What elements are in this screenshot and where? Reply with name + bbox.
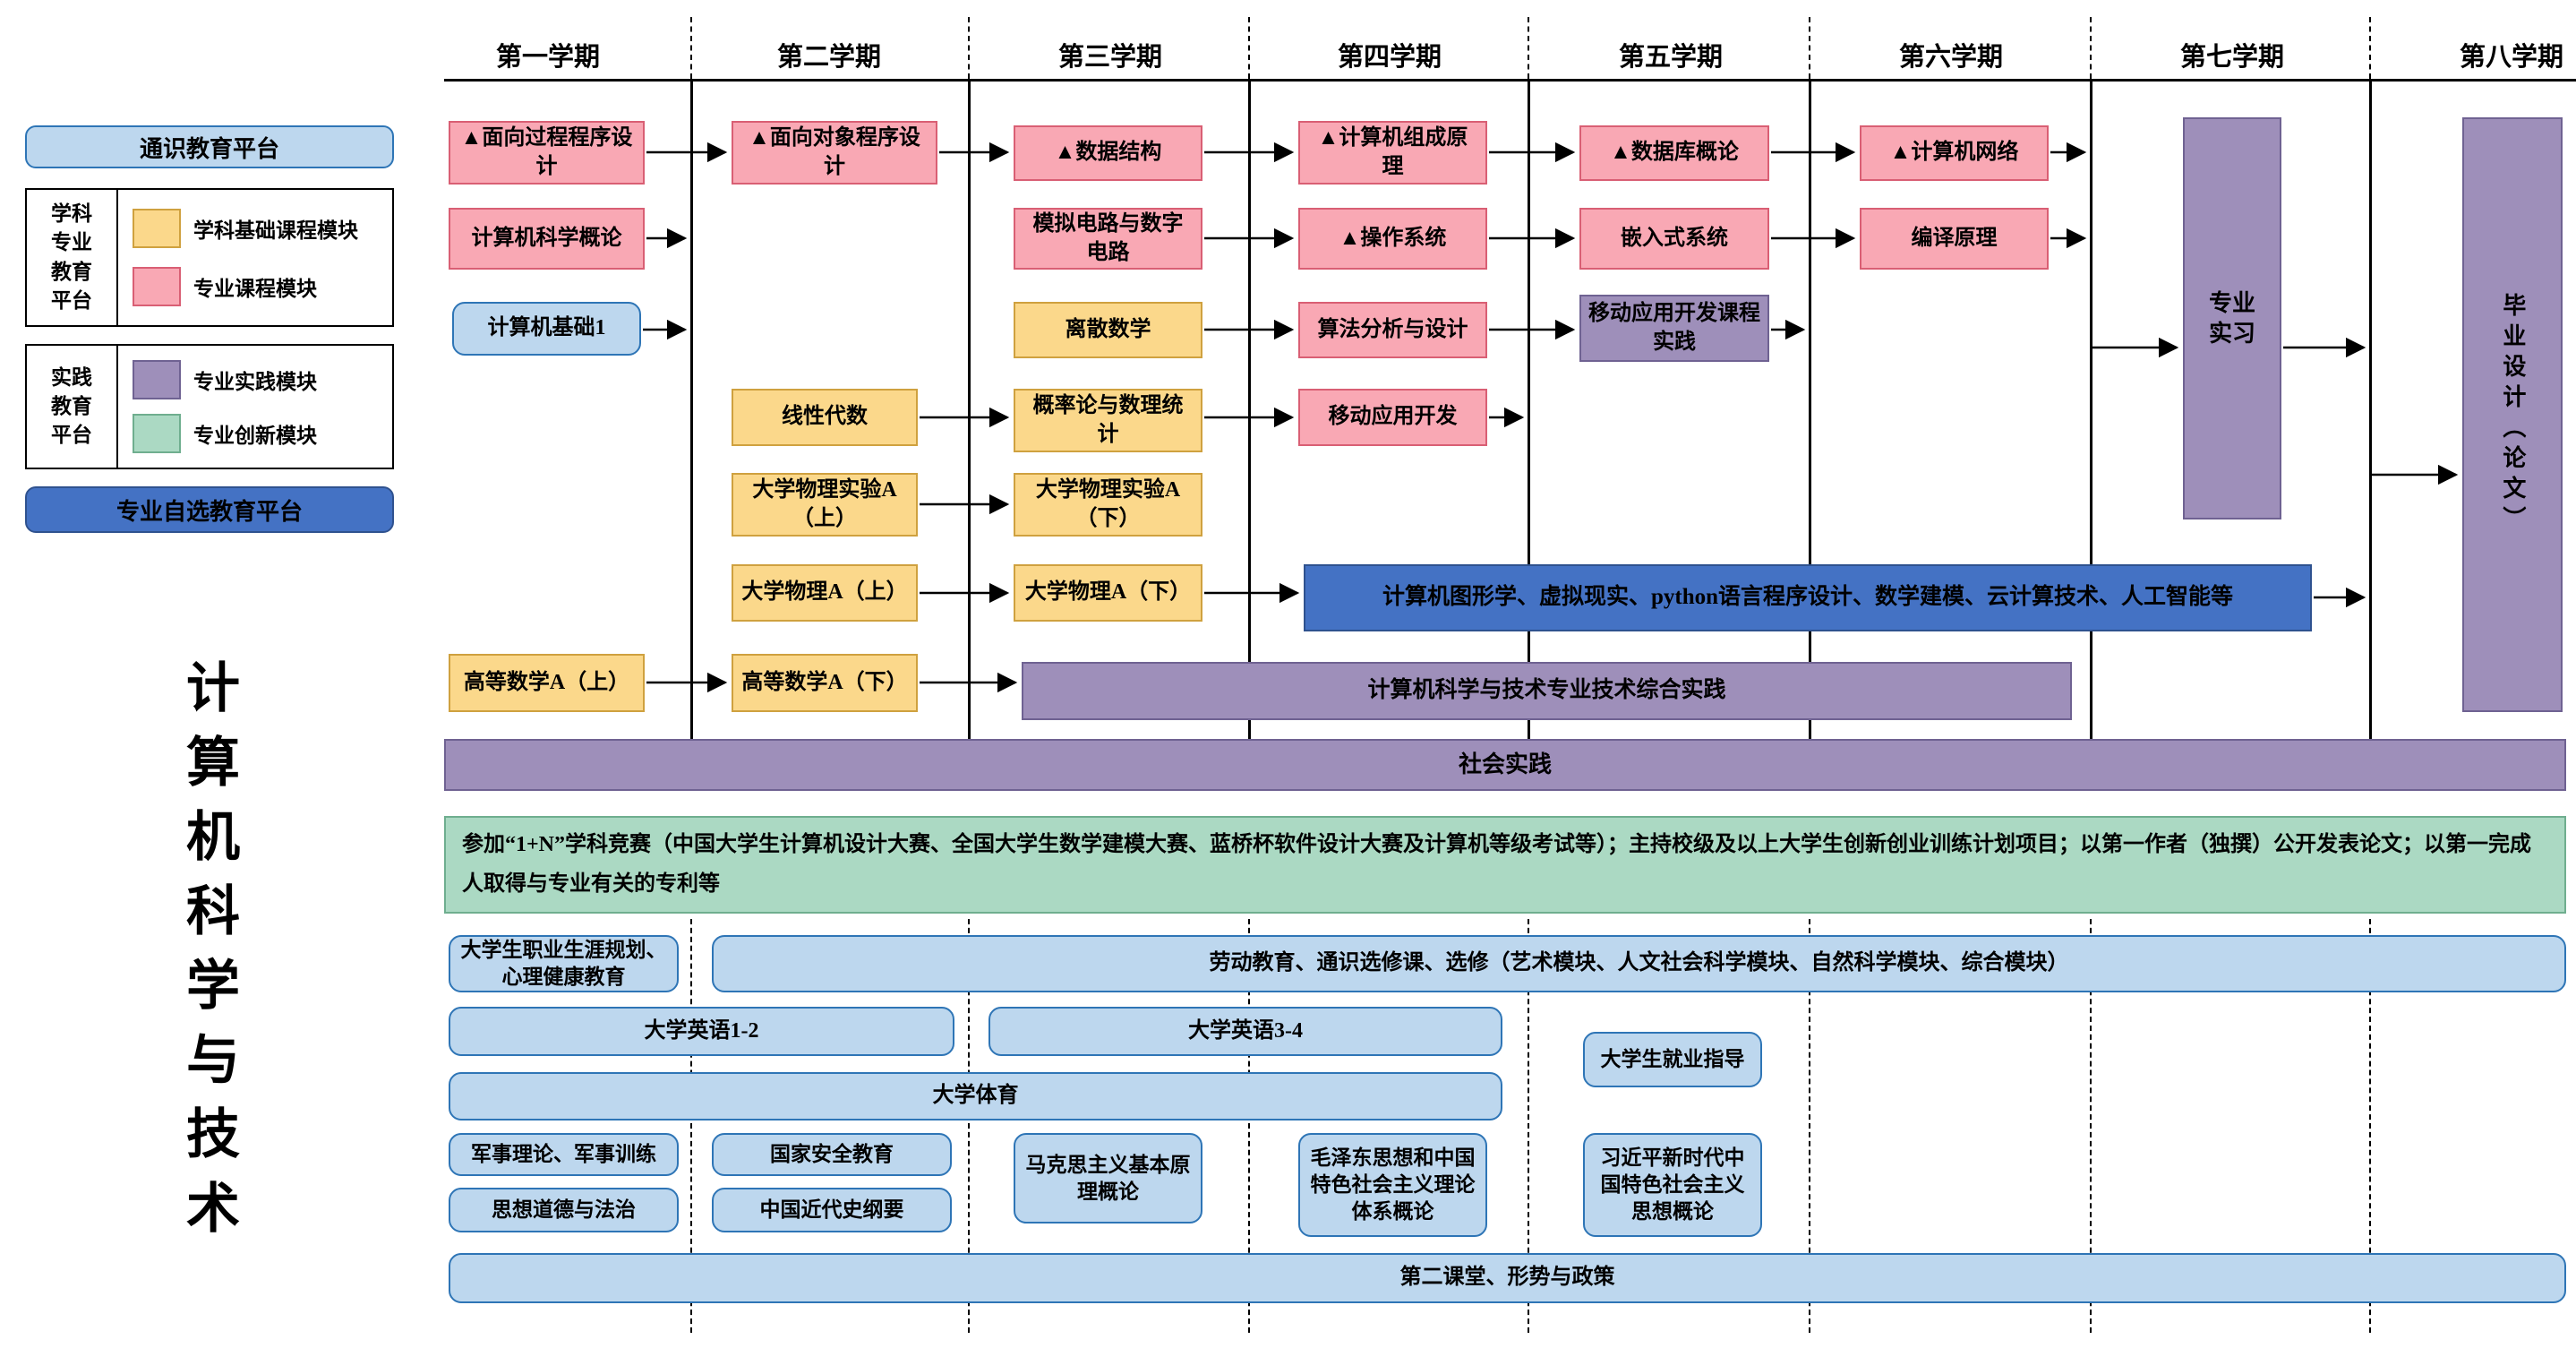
course-computer-basics-1: 计算机基础1 [452, 302, 641, 356]
column-separator [690, 17, 692, 79]
practice-swatch [133, 360, 181, 399]
column-separator [968, 919, 970, 1333]
course-graduation-project: 毕业设计（论文） [2462, 117, 2563, 712]
gen-national-security: 国家安全教育 [712, 1133, 952, 1176]
legend-practice-platform-label: 实践 教育 平台 [51, 365, 92, 447]
column-separator [2090, 17, 2092, 79]
legend-divider [116, 190, 118, 325]
gen-employment-guidance: 大学生就业指导 [1583, 1032, 1762, 1087]
semester-header-6: 第六学期 [1898, 43, 2003, 72]
column-separator [2090, 79, 2092, 739]
column-separator [1248, 17, 1250, 79]
legend-elective-platform: 专业自选教育平台 [25, 486, 394, 533]
column-separator [968, 17, 970, 79]
column-separator [1809, 17, 1810, 79]
course-physics-lab-a2: 大学物理实验A（下） [1014, 473, 1202, 537]
semester-header-2: 第二学期 [776, 43, 881, 72]
gen-xi-thought: 习近平新时代中国特色社会主义思想概论 [1583, 1133, 1762, 1237]
gen-pe: 大学体育 [449, 1072, 1502, 1120]
legend-row-innovation: 专业创新模块 [118, 414, 392, 453]
gen-marxism: 马克思主义基本原理概论 [1014, 1133, 1202, 1224]
legend-practice-platform-box: 实践 教育 平台 专业实践模块 专业创新模块 [25, 344, 394, 469]
course-computer-networks: ▲计算机网络 [1860, 125, 2049, 181]
column-separator [690, 919, 692, 1333]
column-separator [2090, 919, 2092, 1333]
gen-english-3-4: 大学英语3-4 [988, 1007, 1502, 1056]
gen-modern-history: 中国近代史纲要 [712, 1188, 952, 1232]
bar-innovation-competition: 参加“1+N”学科竞赛（中国大学生计算机设计大赛、全国大学生数学建模大赛、蓝桥杯… [444, 816, 2566, 914]
gen-career-planning: 大学生职业生涯规划、心理健康教育 [449, 935, 679, 992]
course-probability-statistics: 概率论与数理统计 [1014, 389, 1202, 452]
course-oop: ▲面向对象程序设计 [732, 121, 937, 185]
course-physics-a2: 大学物理A（下） [1014, 564, 1202, 622]
course-procedural-programming: ▲面向过程程序设计 [449, 121, 645, 185]
course-linear-algebra: 线性代数 [732, 389, 918, 446]
semester-header-8: 第八学期 [2459, 43, 2563, 72]
column-separator [1809, 79, 1811, 739]
column-separator [1248, 79, 1251, 739]
gen-english-1-2: 大学英语1-2 [449, 1007, 954, 1056]
course-internship: 专业 实习 [2183, 117, 2281, 519]
subject-basic-swatch [133, 209, 181, 248]
column-separator [1248, 919, 1250, 1333]
course-discrete-math: 离散数学 [1014, 302, 1202, 358]
course-circuits: 模拟电路与数字电路 [1014, 208, 1202, 270]
course-mobile-dev-practice: 移动应用开发课程实践 [1579, 295, 1769, 362]
innovation-label: 专业创新模块 [193, 425, 317, 447]
bar-social-practice: 社会实践 [444, 739, 2566, 791]
gen-military: 军事理论、军事训练 [449, 1133, 679, 1176]
column-separator [1528, 919, 1529, 1333]
course-computer-organization: ▲计算机组成原理 [1298, 121, 1487, 185]
semester-header-7: 第七学期 [2179, 43, 2284, 72]
course-compiler: 编译原理 [1860, 208, 2049, 270]
course-cs-overview: 计算机科学概论 [449, 208, 645, 270]
semester-header-4: 第四学期 [1337, 43, 1442, 72]
semester-header-3: 第三学期 [1057, 43, 1162, 72]
major-course-swatch [133, 267, 181, 306]
legend-row-major-course: 专业课程模块 [118, 267, 392, 306]
bar-comprehensive-practice: 计算机科学与技术专业技术综合实践 [1022, 662, 2072, 720]
column-separator [2369, 79, 2372, 739]
column-separator [1528, 79, 1530, 739]
program-title-vertical: 计算机科学与技术 [186, 659, 240, 1239]
course-advanced-math-a1: 高等数学A（上） [449, 654, 645, 712]
column-separator [690, 79, 693, 739]
header-underline [444, 79, 2576, 82]
column-separator [968, 79, 971, 739]
practice-label: 专业实践模块 [193, 371, 317, 393]
course-physics-lab-a1: 大学物理实验A（上） [732, 473, 918, 537]
column-separator [1528, 17, 1529, 79]
subject-basic-label: 学科基础课程模块 [193, 219, 358, 242]
legend-divider [116, 346, 118, 468]
bar-elective-courses: 计算机图形学、虚拟现实、python语言程序设计、数学建模、云计算技术、人工智能… [1304, 564, 2312, 631]
legend-row-subject-basic: 学科基础课程模块 [118, 209, 392, 248]
column-separator [1809, 919, 1810, 1333]
innovation-swatch [133, 414, 181, 453]
course-algorithm-design: 算法分析与设计 [1298, 302, 1487, 358]
course-mobile-dev: 移动应用开发 [1298, 389, 1487, 446]
legend-row-practice: 专业实践模块 [118, 360, 392, 399]
legend-subject-platform-label: 学科 专业 教育 平台 [51, 202, 92, 312]
legend-general-platform: 通识教育平台 [25, 125, 394, 168]
course-operating-systems: ▲操作系统 [1298, 208, 1487, 270]
gen-second-class: 第二课堂、形势与政策 [449, 1253, 2566, 1303]
course-embedded-systems: 嵌入式系统 [1579, 208, 1769, 270]
column-separator [2369, 919, 2371, 1333]
gen-labor-electives: 劳动教育、通识选修课、选修（艺术模块、人文社会科学模块、自然科学模块、综合模块） [712, 935, 2566, 992]
legend-subject-platform-box: 学科 专业 教育 平台 学科基础课程模块 专业课程模块 [25, 188, 394, 327]
course-database: ▲数据库概论 [1579, 125, 1769, 181]
course-advanced-math-a2: 高等数学A（下） [732, 654, 918, 712]
major-course-label: 专业课程模块 [193, 278, 317, 300]
gen-mao-theory: 毛泽东思想和中国特色社会主义理论体系概论 [1298, 1133, 1487, 1237]
gen-moral-law: 思想道德与法治 [449, 1188, 679, 1232]
semester-header-1: 第一学期 [495, 43, 600, 72]
column-separator [2369, 17, 2371, 79]
course-data-structures: ▲数据结构 [1014, 125, 1202, 181]
semester-header-5: 第五学期 [1618, 43, 1723, 72]
course-physics-a1: 大学物理A（上） [732, 564, 918, 622]
